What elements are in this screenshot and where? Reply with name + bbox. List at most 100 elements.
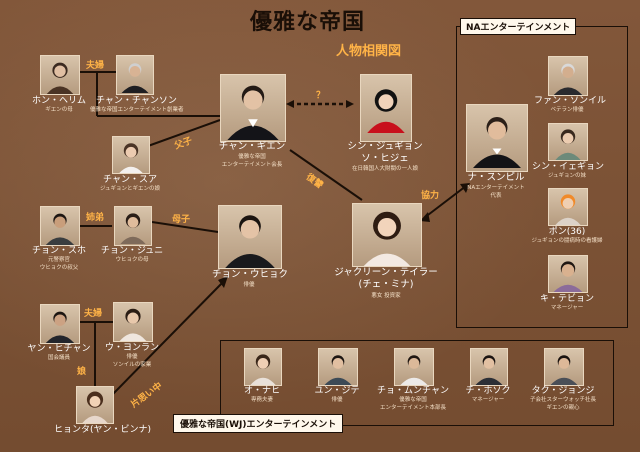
relation-question: ？ (316, 91, 326, 101)
person-silhouette-icon (553, 63, 583, 95)
desc-u-yonran-1: 俳優 (126, 354, 138, 360)
portrait-hon-heriyumu (40, 55, 80, 95)
person-silhouette-icon (367, 89, 405, 133)
name-tak-jonju: タク・ジョンジ (531, 386, 595, 396)
portrait-na-sunpiru (466, 104, 528, 172)
desc-fan-sonil: ベテラン俳優 (550, 107, 584, 113)
arrow-cooperation-a (420, 212, 430, 222)
name-chon-suho: チョン・スホ (31, 246, 86, 256)
desc-cho-munchan-2: エンターテイメント本部長 (379, 405, 446, 411)
desc-pon: ジュギョンの闘病時の看護婦 (531, 238, 603, 244)
name-chon-uhyoku: チョン・ウヒョク (212, 269, 289, 280)
person-silhouette-icon (82, 391, 108, 423)
name-chan-suaa: チャン・スア (103, 175, 157, 185)
wj-group-label: 優雅な帝国(WJ)エンターテインメント (173, 414, 344, 433)
portrait-chon-juni (114, 206, 152, 246)
portrait-cho-munchan (394, 348, 434, 386)
name-cho-munchan: チョ・ムンチャン (377, 386, 449, 396)
portrait-hyonta (76, 386, 114, 424)
name-che-hozoku: チ・ホソク (465, 386, 511, 396)
portrait-pon (548, 188, 588, 226)
na-group-label: NAエンターテインメント (460, 18, 577, 35)
person-silhouette-icon (227, 85, 279, 140)
portrait-chon-uhyoku (218, 205, 282, 269)
portrait-chon-suho (40, 206, 80, 246)
name-chon-juni: チョン・ジュニ (100, 246, 164, 256)
line-father-son (147, 119, 221, 147)
desc-chon-suho-1: 元警察官 (47, 257, 70, 263)
desc-na-sunpiru-1: NAエンターテイメント (467, 185, 525, 191)
arrow-question-left (286, 100, 294, 108)
desc-chon-suho-2: ウヒョクの叔父 (39, 265, 79, 271)
desc-hon-heriyumu: ギエンの母 (45, 107, 73, 113)
desc-chan-gien-2: エンターテイメント会長 (221, 162, 283, 168)
name-shin-jugyon-alias: ソ・ヒジェ (361, 153, 409, 164)
name-hyonta: ヒョンタ(ヤン・ビンナ) (54, 425, 152, 435)
portrait-jacqueline (352, 203, 422, 267)
portrait-che-hozoku (470, 348, 508, 386)
name-yan-hichan: ヤン・ヒチャン (27, 344, 91, 354)
chart-title: 優雅な帝国 (250, 9, 366, 35)
person-silhouette-icon (363, 211, 411, 266)
portrait-fan-sonil (548, 56, 588, 96)
desc-o-hana: 専務夫妻 (250, 397, 273, 403)
person-silhouette-icon (119, 308, 147, 341)
portrait-chan-gien (220, 74, 286, 142)
desc-cho-munchan-1: 優雅な帝国 (399, 397, 427, 403)
portrait-yan-hichan (40, 304, 80, 344)
name-o-hana: オ・ナヒ (243, 386, 280, 396)
chart-subtitle: 人物相関図 (336, 44, 402, 59)
name-shin-igyon: シン・イェギョン (532, 162, 605, 172)
person-silhouette-icon (553, 261, 583, 292)
relation-daughter: 娘 (77, 367, 87, 377)
name-fan-sonil: ファン・ソンイル (534, 96, 607, 106)
name-u-yonran: ウ・ヨンラン (104, 343, 159, 353)
name-yun-jite: ユン・ジテ (314, 386, 360, 396)
person-silhouette-icon (400, 355, 428, 385)
person-silhouette-icon (555, 129, 581, 160)
desc-yan-hichan: 国会議員 (47, 355, 70, 361)
desc-yun-jite: 俳優 (331, 397, 343, 403)
desc-chan-suaa: ジュギョンとギエンの娘 (99, 186, 161, 192)
desc-jacqueline: 悪女 投資家 (371, 293, 401, 299)
portrait-yun-jite (318, 348, 358, 386)
person-silhouette-icon (324, 355, 352, 385)
desc-shin-jugyon: 在日韓国人大財閥の一人娘 (351, 166, 418, 172)
name-chan-chanson: チャン・チャンソン (96, 96, 177, 106)
desc-shin-igyon: ジュギョンの妹 (547, 173, 587, 179)
desc-tak-jonju-1: 子会社スターウォッチ社長 (529, 397, 596, 403)
desc-che-hozoku: マネージャー (471, 397, 505, 403)
desc-tak-jonju-2: ギエンの親心 (546, 405, 580, 411)
arrow-cooperation-b (460, 183, 470, 193)
name-jacqueline-alias: (チェ・ミナ) (358, 279, 414, 290)
portrait-tak-jonju (544, 348, 584, 386)
name-chan-gien: チャン・ギエン (218, 141, 286, 152)
portrait-chan-suaa (112, 136, 150, 174)
person-silhouette-icon (46, 62, 74, 94)
desc-na-sunpiru-2: 代表 (490, 193, 502, 199)
relation-couple-top: 夫婦 (86, 61, 105, 71)
portrait-shin-igyon (548, 123, 588, 161)
person-silhouette-icon (120, 213, 146, 244)
person-silhouette-icon (250, 354, 276, 385)
person-silhouette-icon (225, 215, 275, 268)
person-silhouette-icon (121, 63, 149, 93)
name-na-sunpiru: ナ・スンピル (467, 172, 525, 183)
portrait-o-hana (244, 348, 282, 386)
desc-chan-gien-1: 優雅な帝国 (238, 154, 266, 160)
desc-chan-chanson: 優雅な帝国エンターテイメント創業者 (90, 107, 184, 113)
name-pon: ポン(36) (548, 227, 586, 237)
portrait-chan-chanson (116, 55, 154, 95)
person-silhouette-icon (550, 355, 578, 385)
relation-siblings: 姉弟 (86, 213, 105, 223)
person-silhouette-icon (473, 117, 521, 168)
desc-ki-tebion: マネージャー (550, 305, 584, 311)
relation-mother-son: 母子 (172, 215, 191, 225)
line-mother-son (151, 221, 219, 233)
name-ki-tebion: キ・テビョン (539, 294, 594, 304)
arrow-one-sided-love (218, 276, 228, 288)
portrait-ki-tebion (548, 255, 588, 293)
arrow-question-right (346, 100, 354, 108)
